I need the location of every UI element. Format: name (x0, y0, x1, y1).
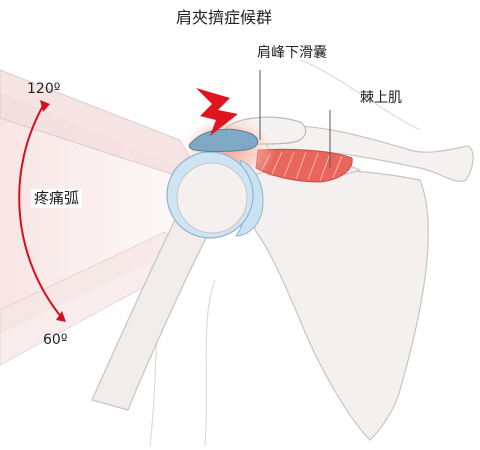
painful-arc-line (18, 103, 63, 319)
supraspinatus-muscle (255, 148, 353, 183)
supraspinatus-label: 棘上肌 (360, 90, 402, 106)
angle-60-label: 60º (43, 332, 68, 348)
lightning-bolt-icon (196, 88, 238, 136)
angle-120-label: 120º (27, 81, 61, 97)
bursa-label: 肩峰下滑囊 (257, 45, 327, 61)
scapula (249, 168, 429, 441)
arc-arrowhead-bottom (56, 311, 66, 322)
subacromial-bursa (188, 128, 259, 152)
painful-arc-label: 疼痛弧 (31, 189, 83, 208)
diagram-title: 肩夾擠症候群 (176, 8, 273, 27)
clavicle (257, 125, 474, 182)
arc-arrowhead-top (40, 100, 50, 112)
humeral-head (176, 162, 248, 234)
